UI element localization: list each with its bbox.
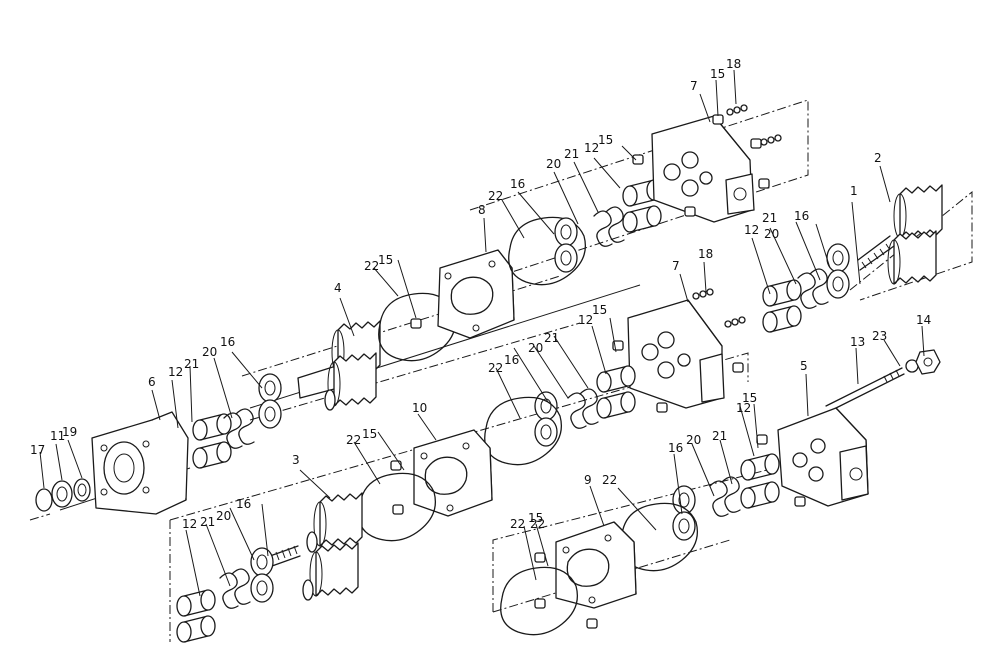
lower-right-bearing-set	[620, 434, 780, 572]
callout-number: 20	[546, 157, 561, 171]
adjusting-screw-part	[825, 349, 941, 413]
callout-number: 20	[528, 341, 543, 355]
callout-number: 20	[764, 227, 779, 241]
right-bearing-set	[762, 243, 850, 333]
callout-number: 16	[220, 335, 235, 349]
callout-number: 9	[584, 473, 592, 487]
callout-number: 22	[530, 517, 545, 531]
right-gear-set	[857, 184, 943, 285]
callout-number: 22	[488, 189, 503, 203]
callout-number: 16	[510, 177, 525, 191]
body-7-middle	[627, 299, 725, 409]
callout-number: 8	[478, 203, 486, 217]
body-7-upper	[651, 115, 755, 223]
callout-number: 23	[872, 329, 887, 343]
callout-number: 12	[168, 365, 183, 379]
callout-number: 20	[216, 509, 231, 523]
callout-number: 10	[412, 401, 427, 415]
callout-number: 12	[578, 313, 593, 327]
idler-gear-part	[302, 492, 363, 601]
callout-number: 3	[292, 453, 300, 467]
callout-number: 13	[850, 335, 865, 349]
callout-number: 7	[672, 259, 680, 273]
gasket-upper-mid	[508, 216, 587, 286]
callout-number: 16	[504, 353, 519, 367]
drive-gear-part	[297, 320, 381, 411]
callout-number: 22	[364, 259, 379, 273]
callout-number: 12	[182, 517, 197, 531]
callout-number: 21	[200, 515, 215, 529]
rear-cover-5	[777, 407, 869, 507]
callout-number: 20	[202, 345, 217, 359]
callout-number: 11	[50, 429, 65, 443]
callout-number: 17	[30, 443, 45, 457]
callout-number: 15	[592, 303, 607, 317]
callout-number: 12	[744, 223, 759, 237]
callout-number: 6	[148, 375, 156, 389]
middle-row-parts	[484, 365, 636, 466]
callout-number: 12	[736, 401, 751, 415]
callout-number: 21	[184, 357, 199, 371]
callout-number: 21	[564, 147, 579, 161]
callout-number: 18	[698, 247, 713, 261]
callout-number: 16	[668, 441, 683, 455]
callout-number: 5	[800, 359, 808, 373]
gear-housing-9	[555, 521, 637, 609]
lower-left-bearing-set	[176, 545, 301, 643]
end-cover-part	[91, 411, 189, 515]
callout-number: 1	[850, 184, 858, 198]
callout-number: 20	[686, 433, 701, 447]
callout-number: 15	[710, 67, 725, 81]
callout-number: 22	[488, 361, 503, 375]
callout-number: 7	[690, 79, 698, 93]
callout-number: 22	[510, 517, 525, 531]
callout-number: 15	[742, 391, 757, 405]
callout-number: 15	[378, 253, 393, 267]
callout-number: 15	[528, 511, 543, 525]
callout-number: 21	[712, 429, 727, 443]
callout-labels: 1234567789101112121212121213141515151515…	[30, 57, 931, 531]
gear-housing-10	[413, 429, 493, 517]
callout-number: 15	[598, 133, 613, 147]
callout-number: 4	[334, 281, 342, 295]
callout-number: 15	[362, 427, 377, 441]
leader-lines	[39, 69, 925, 597]
callout-number: 22	[602, 473, 617, 487]
callout-number: 18	[726, 57, 741, 71]
front-seal-parts	[35, 478, 91, 512]
callout-number: 12	[584, 141, 599, 155]
upper-left-bearing-set	[192, 373, 282, 469]
gear-housing-8	[437, 249, 515, 339]
callout-number: 16	[794, 209, 809, 223]
callout-number: 21	[544, 331, 559, 345]
callout-number: 2	[874, 151, 882, 165]
callout-number: 14	[916, 313, 931, 327]
callout-number: 21	[762, 211, 777, 225]
callout-number: 19	[62, 425, 77, 439]
upper-mid-bearing-set	[593, 154, 662, 247]
callout-number: 22	[346, 433, 361, 447]
callout-number: 16	[236, 497, 251, 511]
